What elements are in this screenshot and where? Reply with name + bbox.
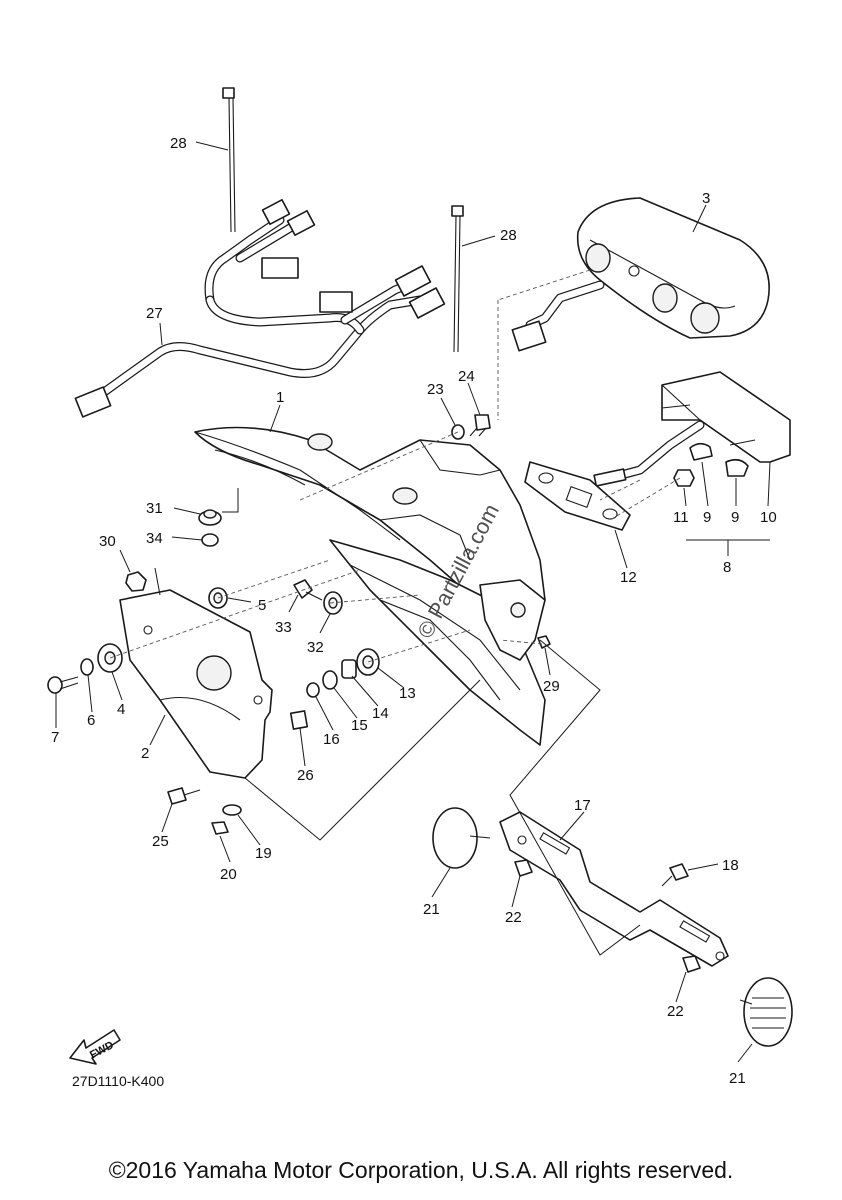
washer-6[interactable] — [80, 658, 94, 676]
callout-10: 10 — [760, 509, 777, 526]
reflector-rear[interactable] — [739, 977, 793, 1047]
washer-15[interactable] — [322, 670, 338, 690]
callout-26: 26 — [297, 767, 314, 784]
bolt-25[interactable] — [167, 787, 201, 805]
callout-11: 11 — [673, 509, 689, 526]
bulb-9-right[interactable] — [725, 458, 749, 477]
callout-17: 17 — [574, 797, 591, 814]
nut-11[interactable] — [673, 469, 695, 487]
callout-labels: 28 28 3 27 23 24 1 31 34 30 5 33 32 11 9… — [51, 135, 777, 1087]
callout-18: 18 — [722, 857, 739, 874]
callout-28-right: 28 — [500, 227, 517, 244]
cable-tie-right[interactable] — [451, 205, 464, 353]
callout-30: 30 — [99, 533, 116, 550]
callout-29: 29 — [543, 678, 560, 695]
nut-22-front[interactable] — [514, 859, 533, 877]
washer-19[interactable] — [222, 804, 242, 816]
license-light[interactable] — [593, 371, 791, 487]
callout-22-rear: 22 — [667, 1003, 684, 1020]
callout-12: 12 — [620, 569, 637, 586]
callout-25: 25 — [152, 833, 169, 850]
wire-harness[interactable] — [74, 198, 446, 418]
callout-19: 19 — [255, 845, 272, 862]
callout-9-left: 9 — [703, 509, 711, 526]
callout-24: 24 — [458, 368, 475, 385]
callout-7: 7 — [51, 729, 59, 746]
bolt-29[interactable] — [537, 635, 551, 649]
assembly-guide-lines — [109, 269, 681, 956]
callout-2: 2 — [141, 745, 149, 762]
callout-6: 6 — [87, 712, 95, 729]
callout-leaders — [55, 141, 771, 1063]
callout-9-right: 9 — [731, 509, 739, 526]
callout-15: 15 — [351, 717, 368, 734]
callout-4: 4 — [117, 701, 125, 718]
callout-14: 14 — [372, 705, 389, 722]
license-light-gasket[interactable] — [524, 461, 631, 531]
bolt-18[interactable] — [661, 863, 689, 887]
tail-light[interactable] — [511, 197, 770, 352]
callout-27: 27 — [146, 305, 163, 322]
bulb-9-left[interactable] — [689, 442, 713, 461]
rear-fender[interactable] — [194, 426, 546, 621]
callout-21-front: 21 — [423, 901, 440, 918]
callout-31: 31 — [146, 500, 163, 517]
callout-16: 16 — [323, 731, 340, 748]
callout-5: 5 — [258, 597, 266, 614]
callout-28-left: 28 — [170, 135, 187, 152]
callout-13: 13 — [399, 685, 416, 702]
callout-21-rear: 21 — [729, 1070, 746, 1087]
nut-20[interactable] — [211, 821, 229, 835]
callout-20: 20 — [220, 866, 237, 883]
callout-23: 23 — [427, 381, 444, 398]
fwd-arrow-icon: FWD — [69, 1029, 121, 1065]
license-plate-bracket[interactable] — [119, 589, 273, 779]
cable-tie-left[interactable] — [222, 87, 236, 233]
collar-14[interactable] — [341, 659, 357, 679]
callout-34: 34 — [146, 530, 163, 547]
copyright-notice: ©2016 Yamaha Motor Corporation, U.S.A. A… — [108, 1157, 734, 1183]
nut-34[interactable] — [201, 533, 219, 547]
clip-nut-26[interactable] — [289, 710, 309, 730]
nut-31[interactable] — [198, 509, 222, 526]
nut-16[interactable] — [306, 682, 320, 698]
nut-30[interactable] — [125, 571, 147, 592]
screw-7[interactable] — [47, 676, 79, 694]
diagram-code: 27D1110-K400 — [72, 1073, 164, 1089]
reflector-front[interactable] — [432, 807, 491, 869]
callout-1: 1 — [276, 389, 284, 406]
reflector-bracket[interactable] — [499, 811, 729, 967]
bracket-assembly[interactable] — [329, 539, 546, 746]
callout-8: 8 — [723, 559, 731, 576]
callout-3: 3 — [702, 190, 710, 207]
fwd-label: FWD — [88, 1039, 116, 1061]
nut-22-rear[interactable] — [682, 955, 701, 973]
bolt-33[interactable] — [293, 579, 323, 601]
callout-33: 33 — [275, 619, 292, 636]
callout-32: 32 — [307, 639, 324, 656]
bolt-24[interactable] — [469, 414, 491, 437]
callout-22-front: 22 — [505, 909, 522, 926]
